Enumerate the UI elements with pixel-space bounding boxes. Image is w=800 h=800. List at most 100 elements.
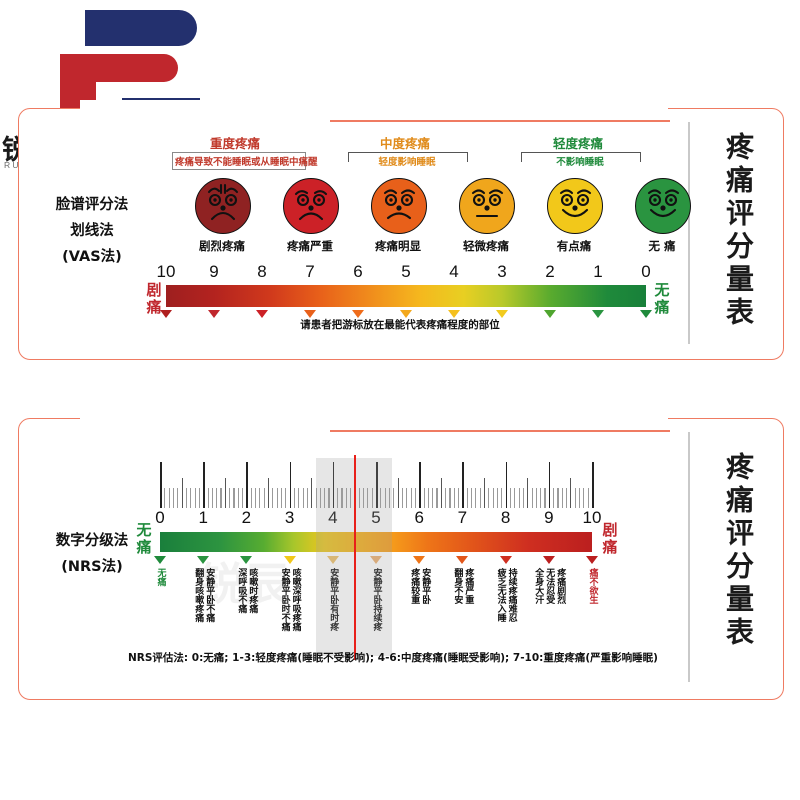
ruler-tick (397, 478, 399, 508)
ruler-tick (272, 488, 274, 508)
ruler-tick (423, 488, 425, 508)
ruler-tick (276, 488, 278, 508)
ruler-tick (371, 488, 373, 508)
nrs-descriptor-1: 安静平卧不痛 (204, 568, 215, 622)
nrs-card-notch-line (330, 430, 670, 432)
vas-method-line-3: (VAS法) (62, 249, 122, 265)
ruler-tick (293, 488, 295, 508)
nrs-number-6: 6 (414, 508, 424, 527)
face-4[interactable] (547, 178, 603, 234)
vas-number-0: 0 (641, 262, 651, 281)
nrs-cursor-line[interactable] (354, 455, 357, 660)
nrs-marker-7 (456, 556, 469, 564)
ruler-tick (376, 462, 378, 508)
category-bracket-moderate (348, 152, 468, 162)
vas-marker-4 (448, 310, 460, 318)
vas-number-5: 5 (401, 262, 411, 281)
vas-number-2: 2 (545, 262, 555, 281)
nrs-descriptor-8: 持续疼痛难忍 (506, 568, 517, 622)
nrs-descriptor-5: 安静平卧持续疼 (371, 568, 382, 631)
nrs-marker-9 (542, 556, 555, 564)
face-1[interactable] (283, 178, 339, 234)
nrs-footnote: NRS评估法: 0:无痛; 1-3:轻度疼痛(睡眠不受影响); 4-6:中度疼痛… (128, 652, 658, 664)
ruler-tick (557, 488, 559, 508)
ruler-tick (466, 488, 468, 508)
face-3[interactable] (459, 178, 515, 234)
ruler-tick (194, 488, 196, 508)
face-5[interactable] (635, 178, 691, 234)
nrs-descriptor-6: 安静平卧 (420, 568, 431, 604)
ruler-tick (160, 462, 162, 508)
nrs-method-line-1: 数字分级法 (55, 533, 129, 549)
ruler-tick (427, 488, 429, 508)
vas-card-notch-right (668, 104, 722, 108)
ruler-tick (185, 488, 187, 508)
vas-marker-8 (256, 310, 268, 318)
vas-gradient-bar[interactable] (166, 285, 646, 307)
ruler-tick (440, 478, 442, 508)
ruler-tick (458, 488, 460, 508)
face-0[interactable] (195, 178, 251, 234)
vas-side-divider (688, 122, 690, 344)
ruler-tick (531, 488, 533, 508)
ruler-tick (535, 488, 537, 508)
face-2[interactable] (371, 178, 427, 234)
ruler-tick (462, 462, 464, 508)
ruler-tick (432, 488, 434, 508)
nrs-descriptor-7: 翻身不安 (452, 568, 463, 604)
vas-marker-2 (544, 310, 556, 318)
ruler-tick (583, 488, 585, 508)
ruler-tick (570, 478, 572, 508)
ruler-tick (384, 488, 386, 508)
ruler-tick (350, 488, 352, 508)
ruler-tick (388, 488, 391, 508)
ruler-tick (237, 488, 239, 508)
nrs-number-5: 5 (371, 508, 381, 527)
vas-left-end-label: 剧痛 (146, 281, 162, 316)
ruler-tick (522, 488, 524, 508)
category-bracket-mild (521, 152, 641, 162)
ruler-tick (453, 488, 455, 508)
ruler-tick (393, 488, 395, 508)
ruler-tick (319, 488, 321, 508)
nrs-card (18, 418, 784, 700)
nrs-number-1: 1 (198, 508, 208, 527)
vas-card (18, 108, 784, 360)
ruler-tick (285, 488, 287, 508)
ruler-tick (302, 488, 304, 508)
nrs-marker-4 (326, 556, 339, 564)
ruler-tick (496, 488, 499, 508)
ruler-tick (181, 478, 183, 508)
ruler-tick (514, 488, 516, 508)
ruler-tick (436, 488, 438, 508)
ruler-tick (518, 488, 520, 508)
ruler-tick (505, 462, 508, 508)
face-label-5: 无 痛 (648, 239, 676, 253)
nrs-number-0: 0 (155, 508, 165, 527)
face-label-4: 有点痛 (556, 239, 592, 253)
ruler-tick (488, 488, 490, 508)
nrs-marker-2 (240, 556, 253, 564)
nrs-marker-5 (370, 556, 382, 564)
vas-number-4: 4 (449, 262, 459, 281)
nrs-descriptor-9: 疼痛剧烈 (555, 568, 566, 604)
nrs-marker-1 (197, 556, 210, 564)
ruler-tick (280, 488, 283, 508)
nrs-descriptor-4: 安静平卧有时疼 (328, 568, 339, 631)
ruler-tick (207, 488, 209, 508)
vas-card-notch-line (330, 120, 670, 122)
nrs-right-end-label: 剧痛 (602, 521, 618, 556)
nrs-gradient-bar[interactable] (160, 532, 592, 552)
ruler-tick (367, 488, 369, 508)
vas-marker-0 (640, 310, 652, 318)
ruler-tick (203, 462, 205, 508)
ruler-tick (259, 488, 261, 508)
ruler-tick (190, 488, 192, 508)
nrs-marker-10 (586, 556, 598, 564)
ruler-tick (592, 462, 594, 508)
ruler-tick (341, 488, 343, 508)
nrs-descriptor-10: 痛不欲生 (587, 568, 598, 604)
ruler-tick (406, 488, 408, 508)
ruler-tick (479, 488, 481, 508)
